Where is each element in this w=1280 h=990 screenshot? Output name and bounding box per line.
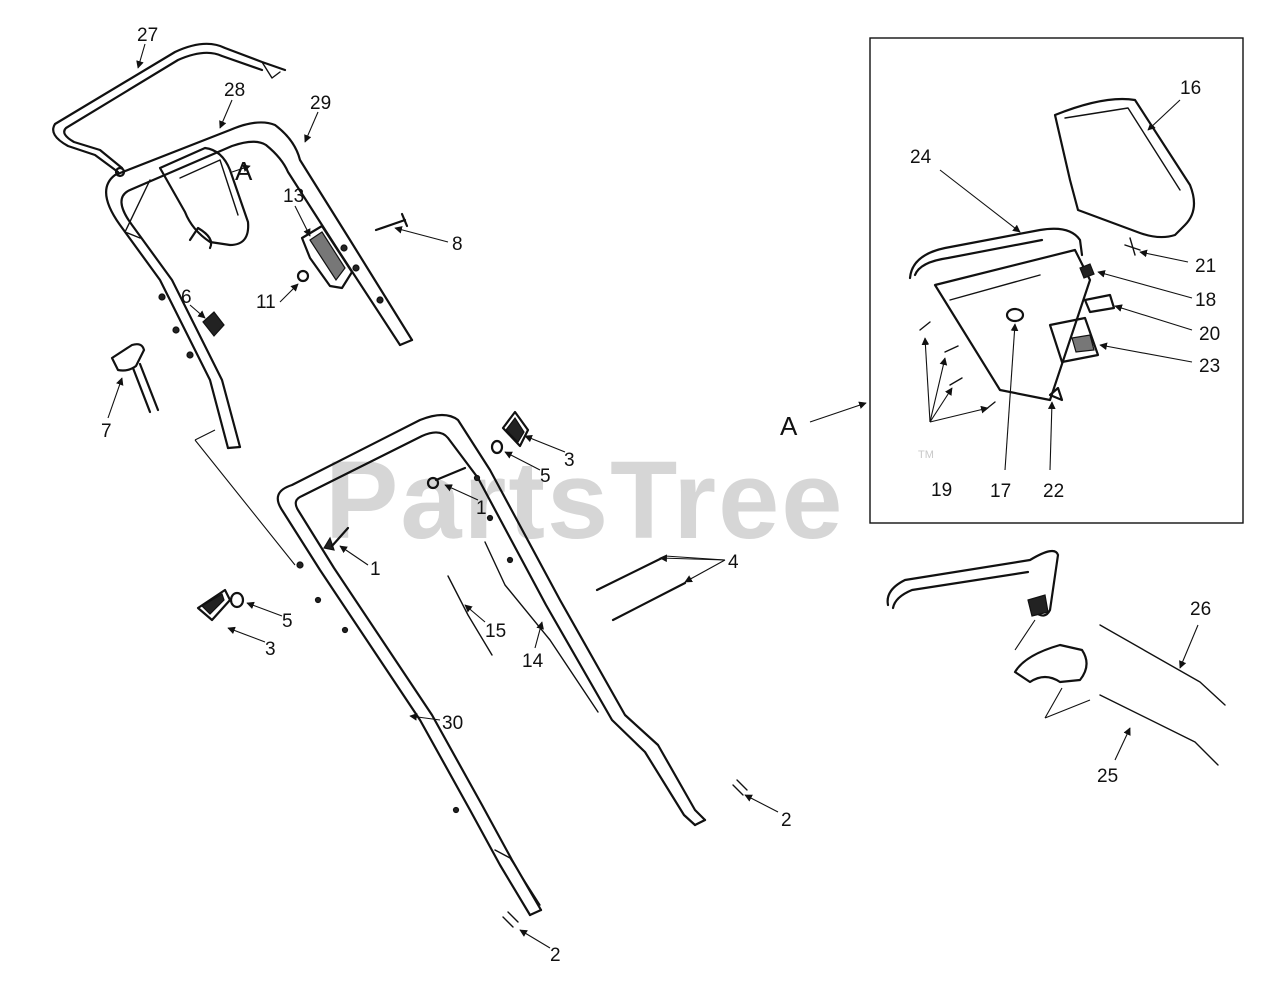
watermark-text: PartsTree	[325, 439, 844, 562]
callout-25: 25	[1097, 766, 1118, 787]
pivot-part-17	[1005, 307, 1025, 323]
throttle-control-part-13	[300, 224, 354, 290]
cable-part-25	[1099, 694, 1219, 766]
callout-19: 19	[931, 480, 952, 501]
carriage-bolt-part-1-mid	[323, 526, 350, 551]
callout-16: 16	[1180, 78, 1201, 99]
screw-part-18	[1079, 263, 1095, 279]
cable-part-14	[484, 541, 599, 713]
callout-3-top: 3	[564, 450, 575, 471]
connector-line	[194, 429, 296, 566]
callout-21: 21	[1195, 256, 1216, 277]
knob-nut-part-6	[202, 311, 225, 337]
control-housing-part-28	[124, 146, 250, 250]
callout-23: 23	[1199, 356, 1220, 377]
washer-part-5-left	[229, 591, 245, 609]
callout-3-left: 3	[265, 639, 276, 660]
cable-part-15	[447, 575, 493, 656]
callout-30: 30	[442, 713, 463, 734]
callout-22: 22	[1043, 481, 1064, 502]
callout-24: 24	[910, 147, 932, 168]
switch-part-23	[1048, 316, 1100, 364]
callout-8: 8	[452, 234, 463, 255]
carriage-bolt-part-1-top	[426, 466, 467, 490]
callout-20: 20	[1199, 324, 1220, 345]
callout-2-bottom: 2	[550, 945, 561, 966]
callout-6: 6	[181, 287, 192, 308]
callout-17: 17	[990, 481, 1011, 502]
callout-4: 4	[728, 552, 739, 573]
callout-18: 18	[1195, 290, 1216, 311]
watermark-tm: TM	[918, 449, 934, 461]
assembly-leaders	[1014, 619, 1091, 719]
callout-2-right: 2	[781, 810, 792, 831]
callout-1-mid: 1	[370, 559, 381, 580]
watermark: PartsTree TM	[325, 439, 934, 562]
callout-14: 14	[522, 651, 544, 672]
hairpin-clip-part-2-right	[732, 779, 748, 796]
callout-13: 13	[283, 186, 304, 207]
bail-lever-assembly	[886, 549, 1060, 617]
callout-7: 7	[101, 421, 112, 442]
cover-part-16	[1053, 97, 1196, 239]
callout-29: 29	[310, 93, 331, 114]
leader-arrows	[107, 43, 1199, 949]
callout-5-left: 5	[282, 611, 293, 632]
rivet-part-22	[1048, 386, 1064, 402]
wing-knob-part-3-left	[196, 588, 232, 622]
wing-knob-part-3-top	[501, 410, 530, 448]
inset-box-a	[869, 37, 1244, 524]
callout-1-top: 1	[476, 498, 487, 519]
lever-bracket	[1013, 643, 1088, 684]
bolt-part-8	[374, 212, 409, 232]
control-bail-part-27	[52, 42, 287, 178]
bail-bracket-part-24	[908, 227, 1092, 402]
callout-11: 11	[256, 292, 276, 313]
callout-a-top: A	[235, 156, 253, 186]
washer-part-5-top	[490, 439, 504, 455]
nut-part-11	[296, 269, 310, 283]
callout-26: 26	[1190, 599, 1211, 620]
callout-15: 15	[485, 621, 506, 642]
upper-handle-part-29	[105, 121, 414, 450]
hairpin-clip-part-2-bottom	[502, 911, 519, 928]
clip-part-20	[1083, 293, 1116, 314]
inset-label-a: A	[780, 411, 798, 441]
callout-28: 28	[224, 80, 245, 101]
callouts: 27 28 29 A 13 8 11 6 7 3 5 1 1 4 15 14 5…	[101, 25, 1220, 966]
screws-part-19	[919, 321, 996, 411]
cable-part-26	[1099, 624, 1226, 706]
callout-27: 27	[137, 25, 158, 46]
lower-handle-part-30	[276, 413, 707, 917]
callout-5-top: 5	[540, 466, 551, 487]
spring-part-21	[1124, 237, 1141, 256]
cable-tie-part-4	[595, 556, 687, 622]
handle-knob-part-7	[110, 343, 160, 414]
